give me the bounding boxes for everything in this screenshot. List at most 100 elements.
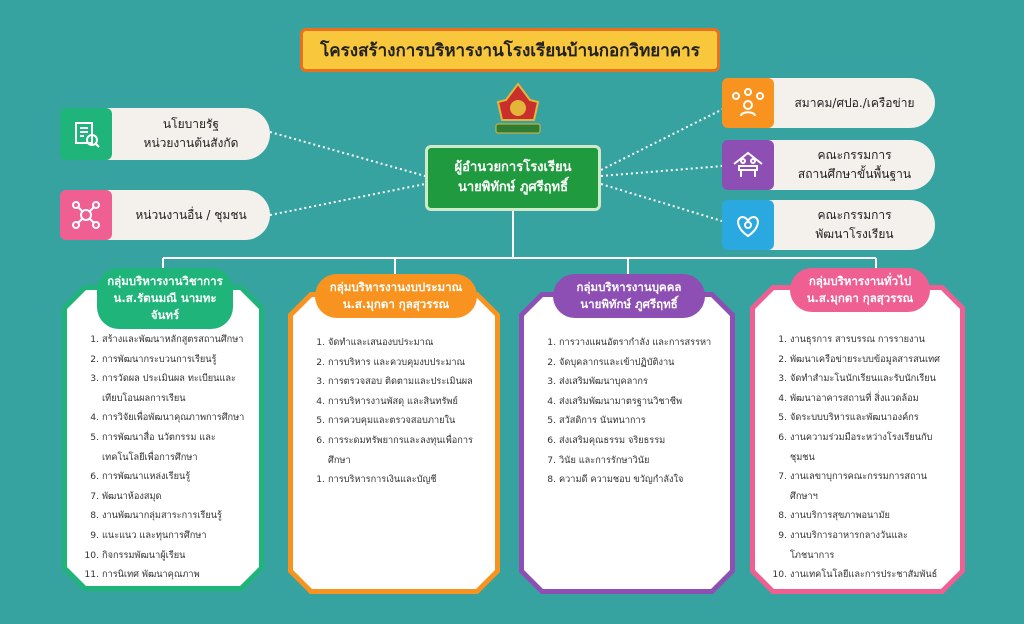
community-label: หน่วนงานอื่น / ชุมชน — [135, 207, 247, 222]
item-text: พัฒนาเครือข่ายระบบข้อมูลสารสนเทศ — [790, 353, 940, 365]
item-text: การวางแผนอัตรากำลัง และการสรรหา — [559, 337, 712, 348]
item-number: 8. — [547, 474, 556, 486]
item-number: 7. — [778, 471, 787, 483]
document-search-icon — [60, 108, 112, 160]
item-number: 10. — [84, 549, 99, 561]
association-box: สมาคม/ศปอ./เครือข่าย — [722, 78, 935, 128]
item-text: จัดทำและเสนองบประมาณ — [328, 337, 434, 348]
list-item: 1.การวางแผนอัตรากำลัง และการสรรหา — [540, 333, 720, 353]
item-number: 8. — [90, 510, 99, 522]
list-item: 8.ความดี ความชอบ ขวัญกำลังใจ — [540, 470, 720, 490]
item-text: งานพัฒนากลุ่มสาระการเรียนรู้ — [102, 510, 222, 522]
item-number: 1. — [316, 337, 325, 348]
list-item: 7.วินัย และการรักษาวินัย — [540, 451, 720, 471]
committee-house-icon — [722, 140, 774, 190]
item-number: 2. — [316, 356, 325, 368]
item-text: การพัฒนาแหล่งเรียนรู้ — [102, 471, 191, 483]
item-number: 2. — [547, 356, 556, 368]
item-text: การวิจัยเพื่อพัฒนาคุณภาพการศึกษา — [102, 412, 245, 424]
item-text: จัดบุคลากรและเข้าปฏิบัติงาน — [559, 356, 675, 368]
item-text: กิจกรรมพัฒนาผู้เรียน — [102, 549, 186, 561]
heart-hands-icon — [722, 200, 774, 250]
list-item: 4.ส่งเสริมพัฒนามาตรฐานวิชาชีพ — [540, 392, 720, 412]
item-number: 4. — [778, 392, 787, 404]
list-item: 2.จัดบุคลากรและเข้าปฏิบัติงาน — [540, 353, 720, 373]
personnel-group-header: กลุ่มบริหารงานบุคคลนายพิทักษ์ ภูศรีฤทธิ์ — [553, 274, 705, 318]
list-item: 6.ส่งเสริมคุณธรรม จริยธรรม — [540, 431, 720, 451]
item-number: 10. — [772, 569, 787, 581]
list-item: 5.สวัสดิการ นันทนาการ — [540, 411, 720, 431]
item-number: 6. — [778, 431, 787, 443]
academic-group-header: กลุ่มบริหารงานวิชาการน.ส.รัตนมณี นามทะจั… — [97, 268, 233, 329]
director-title: ผู้อำนวยการโรงเรียน — [454, 160, 572, 175]
school-logo — [490, 80, 546, 140]
group-name: กลุ่มบริหารงานงบประมาณ — [329, 280, 463, 294]
committee-label: คณะกรรมการ — [817, 148, 892, 162]
group-head: น.ส.มุกดา กุลสุวรรณ — [806, 291, 914, 305]
group-head: น.ส.มุกดา กุลสุวรรณ — [342, 297, 450, 311]
list-item: 1.งานธุรการ สารบรรณ การรายงาน — [771, 330, 950, 350]
agency-label: หน่วยงานต้นสังกัด — [143, 136, 239, 150]
item-number: 4. — [547, 395, 556, 407]
item-text: จัดทำสำมะโนนักเรียนและรับนักเรียน — [790, 373, 936, 385]
item-number: 5. — [547, 415, 556, 427]
item-number: 5. — [90, 431, 99, 443]
item-text: การบริหารการเงินและบัญชี — [328, 474, 437, 486]
list-item: 7.งานเลขาบุการคณะกรรมการสถานศึกษาฯ — [771, 467, 950, 506]
list-item: 5.จัดระบบบริหารและพัฒนาองค์กร — [771, 408, 950, 428]
director-name: นายพิทักษ์ ภูศรีฤทธิ์ — [457, 180, 569, 195]
item-number: 3. — [316, 376, 325, 388]
item-text: การบริหารงานพัสดุ และสินทรัพย์ — [328, 395, 458, 407]
list-item: 10.งานเทคโนโลยีและการประชาสัมพันธ์ — [771, 565, 950, 585]
network-people-icon — [60, 190, 112, 240]
list-item: 1.จัดทำและเสนองบประมาณ — [309, 333, 485, 353]
list-item: 5.การควบคุมและตรวจสอบภายใน — [309, 411, 485, 431]
list-item: 3.การวัดผล ประเมินผล ทะเบียนและเทียบโอนผ… — [83, 369, 249, 408]
list-item: 6.งานความร่วมมือระหว่างโรงเรียนกับชุมชน — [771, 428, 950, 467]
item-text: วินัย และการรักษาวินัย — [559, 454, 650, 466]
item-number: 3. — [547, 376, 556, 388]
item-number: 9. — [778, 529, 787, 541]
item-text: งานธุรการ สารบรรณ การรายงาน — [790, 334, 925, 345]
item-number: 1. — [316, 474, 325, 486]
list-item: 1.สร้างและพัฒนาหลักสูตรสถานศึกษา — [83, 330, 249, 350]
list-item: 4.การวิจัยเพื่อพัฒนาคุณภาพการศึกษา — [83, 408, 249, 428]
item-number: 7. — [90, 490, 99, 502]
group-head: นายพิทักษ์ ภูศรีฤทธิ์ — [580, 297, 678, 311]
item-text: การพัฒนาสื่อ นวัตกรรม และเทคโนโลยีเพื่อก… — [102, 431, 216, 463]
list-item: 10.กิจกรรมพัฒนาผู้เรียน — [83, 546, 249, 566]
item-text: พัฒนาห้องสมุด — [102, 490, 162, 502]
list-item: 6.การระดมทรัพยากรและลงทุนเพื่อการศึกษา — [309, 431, 485, 470]
policy-box: นโยบายรัฐหน่วยงานต้นสังกัด — [60, 108, 270, 160]
list-item: 6.การพัฒนาแหล่งเรียนรู้ — [83, 467, 249, 487]
group-name: กลุ่มบริหารงานทั่วไป — [808, 274, 912, 288]
list-item: 11.การนิเทศ พัฒนาคุณภาพ — [83, 565, 249, 585]
item-text: การวัดผล ประเมินผล ทะเบียนและเทียบโอนผลก… — [102, 373, 236, 404]
item-text: ความดี ความชอบ ขวัญกำลังใจ — [559, 474, 684, 486]
policy-label: นโยบายรัฐ — [162, 117, 220, 131]
item-number: 2. — [90, 353, 99, 365]
list-item: 4.พัฒนาอาคารสถานที่ สิ่งแวดล้อม — [771, 389, 950, 409]
group-name: กลุ่มบริหารงานบุคคล — [576, 280, 682, 294]
item-text: พัฒนาอาคารสถานที่ สิ่งแวดล้อม — [790, 392, 919, 404]
general-group-header: กลุ่มบริหารงานทั่วไปน.ส.มุกดา กุลสุวรรณ — [790, 268, 930, 312]
item-text: การพัฒนากระบวนการเรียนรู้ — [102, 353, 217, 365]
list-item: 7.พัฒนาห้องสมุด — [83, 487, 249, 507]
list-item: 2.การพัฒนากระบวนการเรียนรู้ — [83, 350, 249, 370]
item-number: 6. — [316, 434, 325, 446]
item-text: ส่งเสริมคุณธรรม จริยธรรม — [559, 434, 666, 446]
people-network-icon — [722, 78, 774, 128]
item-text: การควบคุมและตรวจสอบภายใน — [328, 415, 456, 427]
item-text: งานเลขาบุการคณะกรรมการสถานศึกษาฯ — [790, 471, 927, 502]
item-text: การบริหาร และควบคุมงบประมาณ — [328, 356, 466, 368]
item-number: 7. — [547, 454, 556, 466]
community-box: หน่วนงานอื่น / ชุมชน — [60, 190, 270, 240]
item-number: 4. — [90, 412, 99, 424]
item-number: 6. — [547, 434, 556, 446]
list-item: 2.พัฒนาเครือข่ายระบบข้อมูลสารสนเทศ — [771, 350, 950, 370]
